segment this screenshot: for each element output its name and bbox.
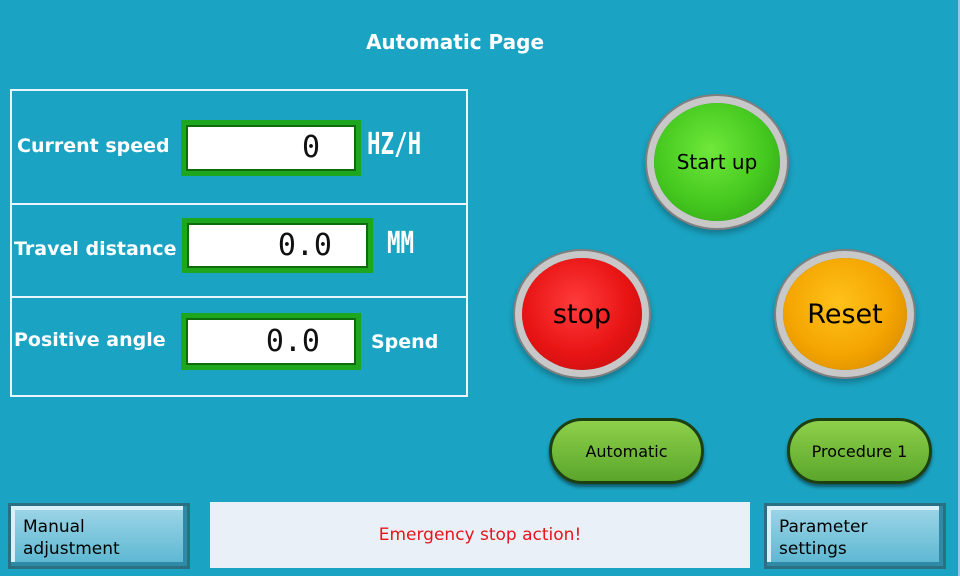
panel-divider: [12, 296, 466, 298]
stop-button[interactable]: stop: [522, 258, 642, 370]
start-up-button[interactable]: Start up: [654, 103, 780, 221]
readout-panel: [10, 89, 468, 397]
alarm-message-bar: Emergency stop action!: [210, 502, 750, 568]
current-speed-unit: HZ/H: [367, 127, 422, 162]
page-title: Automatic Page: [365, 30, 545, 54]
procedure-button[interactable]: Procedure 1: [787, 418, 932, 484]
current-speed-label: Current speed: [17, 135, 170, 157]
positive-angle-unit: Spend: [371, 331, 439, 353]
current-speed-value: 0: [181, 120, 361, 176]
positive-angle-value: 0.0: [181, 313, 361, 370]
positive-angle-label: Positive angle: [14, 329, 166, 351]
reset-button[interactable]: Reset: [783, 258, 907, 370]
panel-divider: [12, 203, 466, 205]
manual-adjustment-button[interactable]: Manual adjustment: [8, 503, 190, 569]
parameter-settings-button[interactable]: Parameter settings: [764, 503, 946, 569]
travel-distance-label: Travel distance: [14, 238, 177, 260]
automatic-button[interactable]: Automatic: [549, 418, 704, 484]
travel-distance-unit: MM: [387, 226, 415, 261]
travel-distance-value: 0.0: [182, 218, 373, 273]
